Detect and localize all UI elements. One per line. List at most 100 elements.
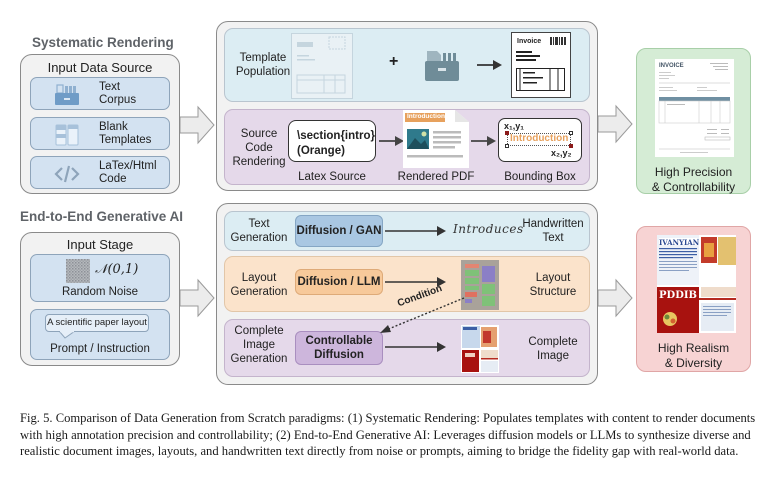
- layout-structure-label: Layout Structure: [521, 271, 585, 299]
- source-code-rendering-label: Source Code Rendering: [227, 127, 291, 169]
- invoice-content-lines: [516, 51, 565, 91]
- gaussian-formula: 𝒩(0,1): [95, 262, 139, 277]
- generative-ai-title: End-to-End Generative AI: [20, 209, 184, 224]
- speech-bubble-tail-icon: [59, 331, 76, 339]
- input-item-random-noise: 𝒩(0,1) Random Noise: [30, 254, 170, 302]
- latex-source-box: \section{intro} (Orange): [288, 120, 376, 162]
- source-code-label-1: Source: [240, 128, 278, 140]
- controllable-diffusion-label-1: Controllable: [305, 335, 373, 347]
- image-generation-label-1: Complete: [234, 325, 284, 337]
- input-stage-box: Input Stage 𝒩(0,1) Random Noise A scient…: [20, 232, 180, 366]
- arrow-right-icon: [385, 277, 446, 287]
- invoice-sample-image: INVOICE: [655, 59, 734, 157]
- input-item-blank-templates: Blank Templates: [30, 117, 170, 150]
- handwritten-text-label-1: Handwritten: [522, 218, 584, 230]
- rendered-pdf-label: Rendered PDF: [397, 171, 475, 183]
- pdf-heading: Introduction: [407, 113, 445, 120]
- image-generation-label-2: Image: [243, 339, 275, 351]
- controllable-diffusion-box: Controllable Diffusion: [295, 331, 383, 365]
- input-data-source-box: Input Data Source Text Corpus Blank Temp…: [20, 54, 180, 194]
- invoice-document: Invoice: [511, 32, 571, 98]
- random-noise-label: Random Noise: [61, 286, 139, 298]
- image-generation-panel: Complete Image Generation Controllable D…: [224, 319, 590, 377]
- template-population-panel: Template Population + Invoice: [224, 28, 590, 102]
- blank-template-icon: [291, 33, 353, 99]
- flow-arrow-icon: [598, 278, 633, 318]
- complete-image-label: Complete Image: [521, 335, 585, 363]
- arrow-right-icon: [385, 342, 446, 352]
- flow-arrow-icon: [180, 278, 215, 318]
- source-code-label-2: Code: [245, 142, 273, 154]
- poster-sample-image: IVANYIAN PDDIB: [657, 235, 736, 333]
- invoice-sample-title: INVOICE: [659, 63, 684, 69]
- controllable-diffusion-label-2: Diffusion: [314, 349, 364, 361]
- layout-generation-label-2: Generation: [230, 286, 288, 298]
- high-precision-label-1: High Precision: [654, 165, 733, 179]
- bbox-introduction-text: Introduction: [510, 133, 569, 144]
- high-realism-result: IVANYIAN PDDIB High Realism & Diversity: [636, 226, 751, 372]
- bounding-box-panel: x₁,y₁ Introduction x₂,y₂: [498, 118, 582, 162]
- input-stage-title: Input Stage: [66, 237, 134, 252]
- systematic-rendering-title: Systematic Rendering: [32, 35, 174, 50]
- input-item-prompt: A scientific paper layout Prompt / Instr…: [30, 309, 170, 360]
- arrow-right-icon: [477, 60, 502, 70]
- text-corpus-icon: [55, 84, 79, 105]
- flow-arrow-icon: [180, 105, 215, 145]
- bbox-top-left-coord: x₁,y₁: [504, 121, 524, 131]
- bbox-handle: [505, 131, 509, 135]
- text-corpus-label-1: Text: [99, 81, 121, 93]
- figure-caption: Fig. 5. Comparison of Data Generation fr…: [20, 411, 756, 458]
- bounding-box-label: Bounding Box: [504, 171, 576, 183]
- template-population-label: Template Population: [233, 51, 293, 79]
- latex-code-line-1: \section{intro}: [297, 130, 375, 142]
- image-generation-label: Complete Image Generation: [227, 324, 291, 366]
- poster-title-1: IVANYIAN: [659, 238, 700, 247]
- high-realism-label-2: & Diversity: [664, 356, 723, 370]
- arrow-right-icon: [471, 136, 496, 146]
- bbox-handle: [505, 144, 509, 148]
- blank-templates-icon: [55, 124, 79, 146]
- flow-arrow-icon: [598, 104, 633, 144]
- text-generation-panel: Text Generation Diffusion / GAN Introduc…: [224, 211, 590, 251]
- poster-collage: [657, 235, 736, 333]
- layout-generation-panel: Layout Generation Diffusion / LLM Layout…: [224, 256, 590, 312]
- bbox-rectangle: [507, 133, 571, 146]
- high-precision-label-2: & Controllability: [651, 180, 736, 194]
- high-precision-label: High Precision & Controllability: [637, 165, 750, 195]
- complete-image-sample: [461, 325, 499, 373]
- bbox-handle: [569, 131, 573, 135]
- input-item-text-corpus: Text Corpus: [30, 77, 170, 110]
- diffusion-gan-box: Diffusion / GAN: [295, 215, 383, 247]
- layout-structure-label-2: Structure: [529, 286, 577, 298]
- layout-structure-image: [461, 260, 499, 310]
- image-generation-label-3: Generation: [230, 353, 288, 365]
- blank-templates-label-1: Blank: [99, 121, 128, 133]
- arrow-right-icon: [385, 226, 446, 236]
- latex-code-label-2: Code: [99, 173, 127, 185]
- input-data-source-title: Input Data Source: [47, 60, 153, 75]
- layout-structure-label-1: Layout: [535, 272, 571, 284]
- prompt-instruction-label: Prompt / Instruction: [50, 343, 150, 355]
- handwritten-sample: Introduces: [453, 222, 524, 236]
- plus-sign: +: [389, 53, 399, 70]
- arrow-right-icon: [379, 136, 404, 146]
- template-population-label-1: Template: [239, 52, 287, 64]
- diffusion-llm-box: Diffusion / LLM: [295, 269, 383, 295]
- invoice-title: Invoice: [517, 38, 542, 45]
- prompt-bubble-text: A scientific paper layout: [47, 317, 147, 328]
- layout-generation-label: Layout Generation: [227, 271, 291, 299]
- text-generation-label: Text Generation: [227, 217, 291, 245]
- handwritten-text-label: Handwritten Text: [521, 217, 585, 245]
- blank-templates-label-2: Templates: [99, 134, 152, 146]
- text-generation-label-1: Text: [248, 218, 270, 230]
- high-realism-label: High Realism & Diversity: [637, 341, 750, 371]
- rendered-pdf-icon: [403, 110, 469, 168]
- text-generation-label-2: Generation: [230, 232, 288, 244]
- source-code-rendering-panel: Source Code Rendering \section{intro} (O…: [224, 109, 590, 185]
- bbox-bottom-right-coord: x₂,y₂: [551, 148, 572, 158]
- input-item-latex-html-code: LaTex/Html Code: [30, 156, 170, 189]
- code-icon: [54, 165, 80, 183]
- noise-pattern-icon: [66, 259, 90, 283]
- bbox-handle: [569, 144, 573, 148]
- data-fill-icon: [425, 51, 459, 81]
